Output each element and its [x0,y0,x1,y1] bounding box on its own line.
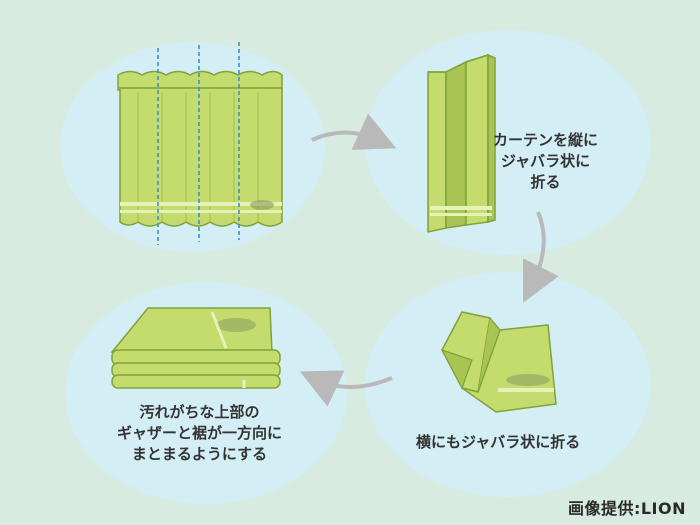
step3-caption: 横にもジャバラ状に折る [416,432,580,453]
step4-caption-line-1: 汚れがちな上部の [139,403,260,421]
step2-caption-line-1: カーテンを縦に [493,131,599,149]
step2-caption: カーテンを縦に ジャバラ状に 折る [493,130,598,193]
step2-caption-line-3: 折る [530,173,561,191]
step4-caption: 汚れがちな上部の ギャザーと裾が一方向に まとまるようにする [117,402,282,465]
step4-caption-line-3: まとまるようにする [131,445,268,463]
curtain-hanging-illustration [117,42,283,245]
arrow-right-icon [311,113,397,150]
curtain-zigzag-illustration [440,311,557,413]
step2-circle [365,30,650,255]
step4-caption-line-2: ギャザーと裾が一方向に [117,424,283,442]
curtain-pleated-illustration [427,53,496,233]
step3-caption-line-1: 横にもジャバラ状に折る [416,433,581,451]
curtain-folded-stack-illustration [110,307,281,389]
arrow-down-icon [523,211,559,303]
step2-caption-line-2: ジャバラ状に [500,152,591,170]
arrow-left-icon [299,370,393,407]
image-credit: 画像提供:LION [567,499,686,518]
